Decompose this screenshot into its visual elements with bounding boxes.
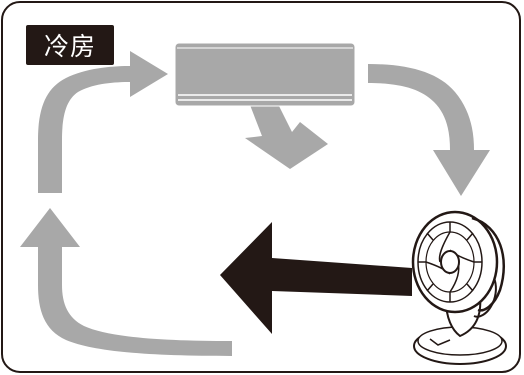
air-conditioner-icon xyxy=(174,42,356,107)
circulator-fan-icon xyxy=(411,210,507,365)
ac-to-fan-arrow xyxy=(368,64,490,196)
circulation-arrows xyxy=(20,51,490,356)
fan-airflow-arrow xyxy=(220,222,412,334)
cool-air-arrow xyxy=(245,98,328,169)
bottom-return-arrow xyxy=(20,208,232,356)
upper-left-arrow xyxy=(38,51,168,193)
mode-label-cooling: 冷房 xyxy=(26,25,114,65)
